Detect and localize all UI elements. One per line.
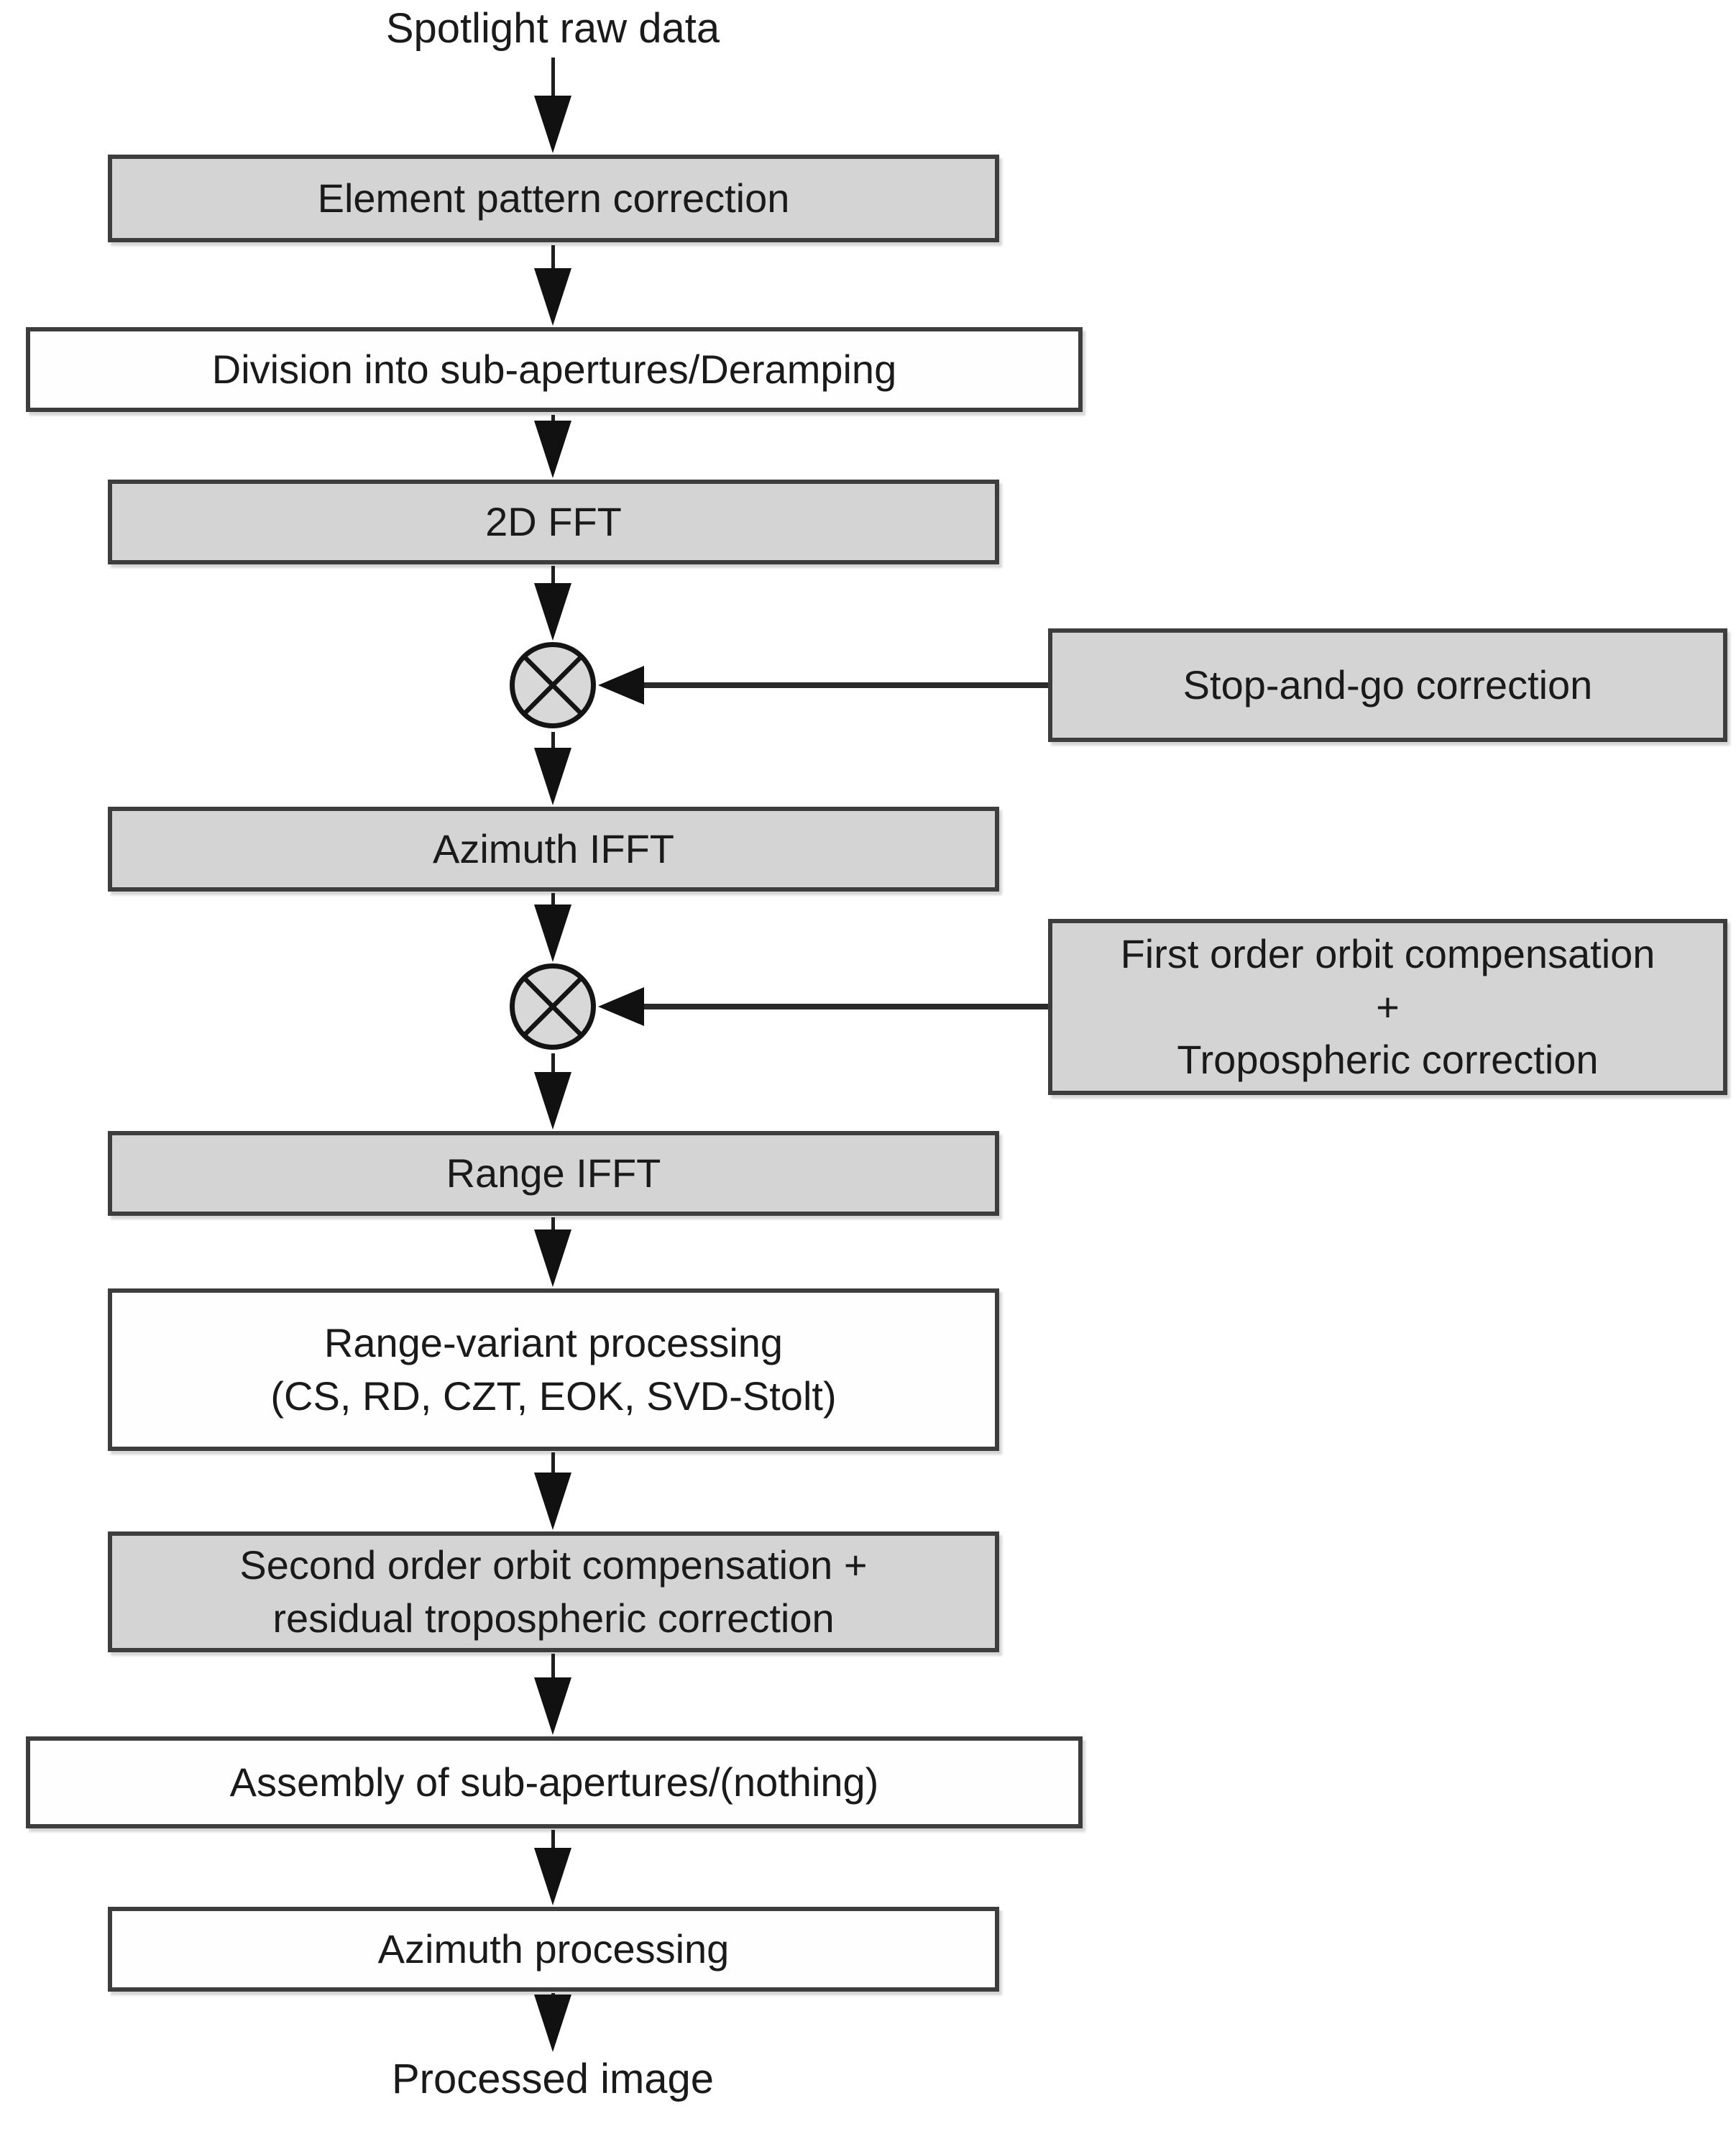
node-label: Division into sub-apertures/Deramping	[211, 347, 897, 393]
arrowhead-down-icon	[534, 583, 571, 641]
arrow-line	[551, 245, 555, 268]
node-label: Element pattern correction	[317, 175, 790, 221]
node-second-order-orbit-compensation: Second order orbit compensation + residu…	[108, 1531, 999, 1652]
arrow-line	[551, 415, 555, 421]
multiply-icon	[510, 642, 596, 728]
arrowhead-down-icon	[534, 748, 571, 805]
node-label: First order orbit compensation + Troposp…	[1120, 930, 1655, 1083]
arrow-line	[644, 682, 1048, 688]
node-range-variant-processing: Range-variant processing (CS, RD, CZT, E…	[108, 1288, 999, 1451]
arrowhead-down-icon	[534, 1848, 571, 1905]
arrow-line	[551, 732, 555, 748]
arrowhead-down-icon	[534, 421, 571, 478]
arrow-division-to-2dfft	[533, 415, 573, 478]
arrow-2dfft-to-multiplier1	[533, 566, 573, 641]
arrowhead-down-icon	[534, 1229, 571, 1287]
node-assembly-subapertures: Assembly of sub-apertures/(nothing)	[26, 1736, 1083, 1828]
arrow-range-variant-to-second-order	[533, 1452, 573, 1530]
arrowhead-down-icon	[534, 1995, 571, 2052]
start-label: Spotlight raw data	[385, 5, 720, 52]
node-azimuth-processing: Azimuth processing	[108, 1907, 999, 1992]
arrow-element-pattern-to-division	[533, 245, 573, 326]
node-element-pattern-correction: Element pattern correction	[108, 155, 999, 242]
node-label: Azimuth IFFT	[432, 826, 675, 872]
arrow-range-ifft-to-range-variant	[533, 1217, 573, 1287]
arrow-azimuth-ifft-to-multiplier2	[533, 893, 573, 962]
node-label: Azimuth processing	[377, 1926, 730, 1972]
arrowhead-left-icon	[598, 666, 644, 705]
arrow-azimuth-processing-to-end	[533, 1993, 573, 2052]
end-label: Processed image	[391, 2056, 715, 2102]
arrow-line	[551, 1993, 555, 1995]
arrowhead-left-icon	[598, 987, 644, 1026]
arrow-line	[551, 58, 555, 96]
arrowhead-down-icon	[534, 96, 571, 153]
node-label: Second order orbit compensation + residu…	[239, 1542, 868, 1641]
arrow-line	[551, 1830, 555, 1848]
node-stop-and-go-correction: Stop-and-go correction	[1048, 628, 1727, 742]
arrow-line	[644, 1004, 1048, 1009]
arrow-line	[551, 1654, 555, 1677]
arrow-line	[551, 1452, 555, 1473]
multiply-icon	[510, 963, 596, 1050]
node-label: Range-variant processing (CS, RD, CZT, E…	[270, 1320, 837, 1419]
arrowhead-down-icon	[534, 1072, 571, 1130]
node-label: Range IFFT	[446, 1150, 661, 1196]
arrowhead-down-icon	[534, 1677, 571, 1735]
node-division-subapertures: Division into sub-apertures/Deramping	[26, 327, 1083, 412]
node-azimuth-ifft: Azimuth IFFT	[108, 807, 999, 892]
node-2d-fft: 2D FFT	[108, 480, 999, 564]
arrow-second-order-to-assembly	[533, 1654, 573, 1735]
arrow-multiplier2-to-range-ifft	[533, 1053, 573, 1130]
arrow-stop-and-go-to-multiplier1	[598, 663, 1048, 707]
node-label: 2D FFT	[485, 499, 622, 545]
arrow-line	[551, 1217, 555, 1229]
arrowhead-down-icon	[534, 905, 571, 962]
arrowhead-down-icon	[534, 268, 571, 326]
arrow-line	[551, 893, 555, 905]
node-label: Assembly of sub-apertures/(nothing)	[229, 1759, 879, 1805]
node-label: Stop-and-go correction	[1182, 662, 1593, 708]
arrowhead-down-icon	[534, 1473, 571, 1530]
arrow-first-order-to-multiplier2	[598, 984, 1048, 1029]
arrow-start-to-element-pattern	[533, 58, 573, 153]
arrow-line	[551, 566, 555, 583]
arrow-assembly-to-azimuth-processing	[533, 1830, 573, 1905]
arrow-multiplier1-to-azimuth-ifft	[533, 732, 573, 805]
arrow-line	[551, 1053, 555, 1072]
node-first-order-orbit-compensation: First order orbit compensation + Troposp…	[1048, 919, 1727, 1095]
node-range-ifft: Range IFFT	[108, 1131, 999, 1216]
